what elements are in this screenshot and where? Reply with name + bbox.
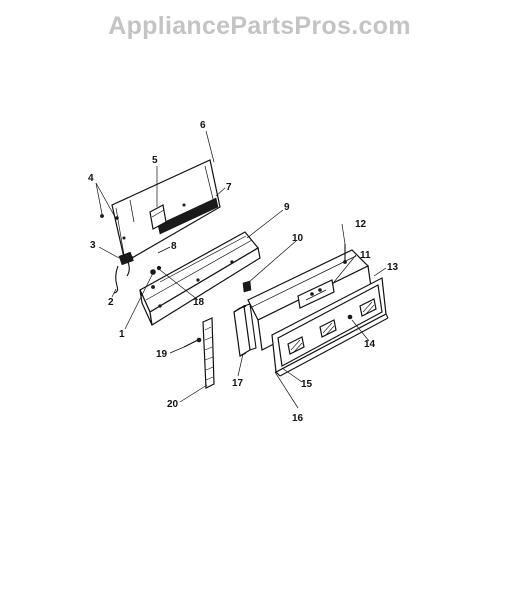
leader-lines [95, 130, 387, 409]
part-15-front-panel [271, 277, 389, 377]
callout-1: 1 [119, 329, 125, 340]
callout-16: 16 [292, 413, 304, 424]
callout-10: 10 [292, 233, 304, 244]
part-6-back-panel [100, 159, 221, 263]
part-7-strip [157, 197, 219, 235]
callout-19: 19 [156, 349, 168, 360]
part-14-knob [347, 314, 353, 320]
part-18-fastener [150, 265, 162, 275]
callout-6: 6 [200, 120, 206, 131]
callout-18: 18 [193, 297, 205, 308]
part-9-trim-bar [139, 231, 261, 326]
callout-8: 8 [171, 241, 177, 252]
watermark-text: AppliancePartsPros.com [108, 12, 411, 40]
part-20-vertical-bracket [183, 317, 215, 389]
callout-9: 9 [284, 202, 290, 213]
callout-13: 13 [387, 262, 399, 273]
callout-5: 5 [152, 155, 158, 166]
callout-2: 2 [108, 297, 114, 308]
callout-15: 15 [301, 379, 313, 390]
part-11-display [297, 279, 335, 309]
callout-4: 4 [88, 173, 94, 184]
callout-14: 14 [364, 339, 376, 350]
part-3-switch [113, 251, 134, 294]
part-10-clip [242, 280, 252, 293]
callout-20: 20 [167, 399, 179, 410]
callout-17: 17 [232, 378, 244, 389]
callout-12: 12 [355, 219, 367, 230]
callout-11: 11 [360, 250, 371, 261]
callout-3: 3 [90, 240, 96, 251]
callout-7: 7 [226, 182, 232, 193]
part-17-end-cap [233, 280, 257, 357]
callout-labels: 6 5 4 7 9 12 10 3 8 11 13 2 18 1 14 19 1… [88, 120, 399, 424]
